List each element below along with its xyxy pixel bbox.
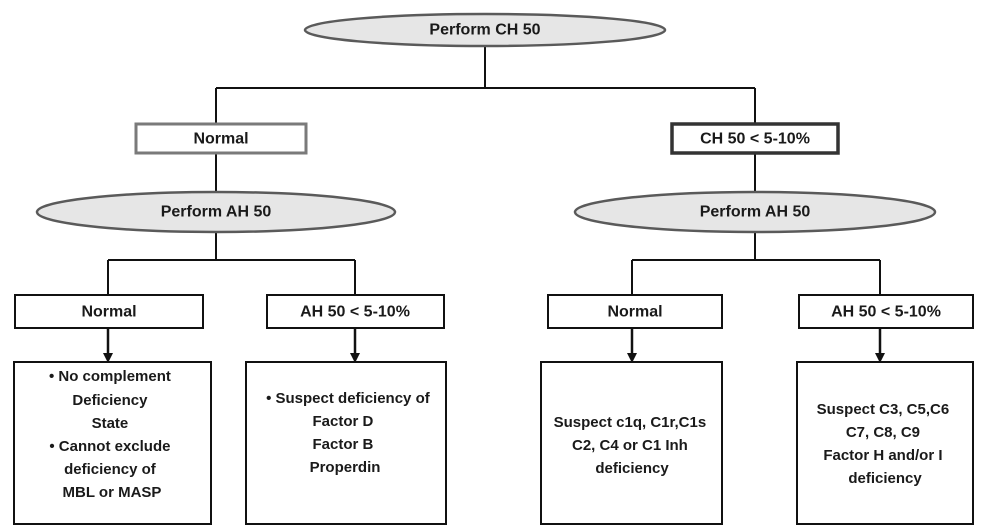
conclusion-text: Suspect C3, C5,C6 C7, C8, C9 Factor H an… — [817, 401, 954, 487]
conclusion-line: Suspect c1q, C1r,C1s — [554, 414, 707, 431]
conclusion-box-4: Suspect C3, C5,C6 C7, C8, C9 Factor H an… — [796, 361, 974, 525]
conclusion-line: State — [92, 415, 129, 432]
conclusion-line: Properdin — [310, 459, 381, 476]
conclusion-text: • No complement Deficiency State • Canno… — [49, 368, 175, 501]
left-next-node: Perform AH 50 — [35, 190, 397, 234]
root-node: Perform CH 50 — [303, 12, 667, 48]
conclusion-text: • Suspect deficiency of Factor D Factor … — [266, 390, 434, 476]
conclusion-line: MBL or MASP — [63, 484, 162, 501]
conclusion-box-2: • Suspect deficiency of Factor D Factor … — [245, 361, 447, 525]
left-result-node: Normal — [134, 122, 308, 155]
conclusion-line: Deficiency — [72, 392, 148, 409]
left-outcome-normal-node: Normal — [14, 294, 204, 329]
conclusion-line: Factor B — [312, 436, 373, 453]
right-outcome-low-node: AH 50 < 5-10% — [798, 294, 974, 329]
left-outcome-low-node: AH 50 < 5-10% — [266, 294, 445, 329]
outcome-label: AH 50 < 5-10% — [300, 304, 410, 321]
outcome-label: AH 50 < 5-10% — [831, 304, 941, 321]
right-outcome-normal-node: Normal — [547, 294, 723, 329]
root-label: Perform CH 50 — [429, 22, 540, 39]
conclusion-line: deficiency — [848, 470, 922, 487]
conclusion-line: Factor H and/or I — [823, 447, 942, 464]
conclusion-box-1: • No complement Deficiency State • Canno… — [13, 361, 212, 525]
conclusion-line: • No complement — [49, 368, 171, 385]
arrows — [103, 328, 885, 363]
right-result-label: CH 50 < 5-10% — [700, 131, 810, 148]
right-next-label: Perform AH 50 — [700, 204, 811, 221]
conclusion-box-3: Suspect c1q, C1r,C1s C2, C4 or C1 Inh de… — [540, 361, 723, 525]
conclusion-line: deficiency — [595, 460, 669, 477]
conclusion-text: Suspect c1q, C1r,C1s C2, C4 or C1 Inh de… — [554, 414, 711, 477]
left-next-label: Perform AH 50 — [161, 204, 272, 221]
outcome-label: Normal — [607, 304, 662, 321]
conclusion-line: • Suspect deficiency of — [266, 390, 431, 407]
conclusion-line: Suspect C3, C5,C6 — [817, 401, 950, 418]
conclusion-line: deficiency of — [64, 461, 157, 478]
conclusion-line: • Cannot exclude — [49, 438, 170, 455]
conclusion-line: C7, C8, C9 — [846, 424, 920, 441]
outcome-label: Normal — [81, 304, 136, 321]
right-result-node: CH 50 < 5-10% — [670, 122, 840, 155]
connectors — [107, 46, 881, 295]
conclusion-line: Factor D — [312, 413, 373, 430]
conclusion-line: C2, C4 or C1 Inh — [572, 437, 688, 454]
left-result-label: Normal — [193, 131, 248, 148]
right-next-node: Perform AH 50 — [573, 190, 937, 234]
